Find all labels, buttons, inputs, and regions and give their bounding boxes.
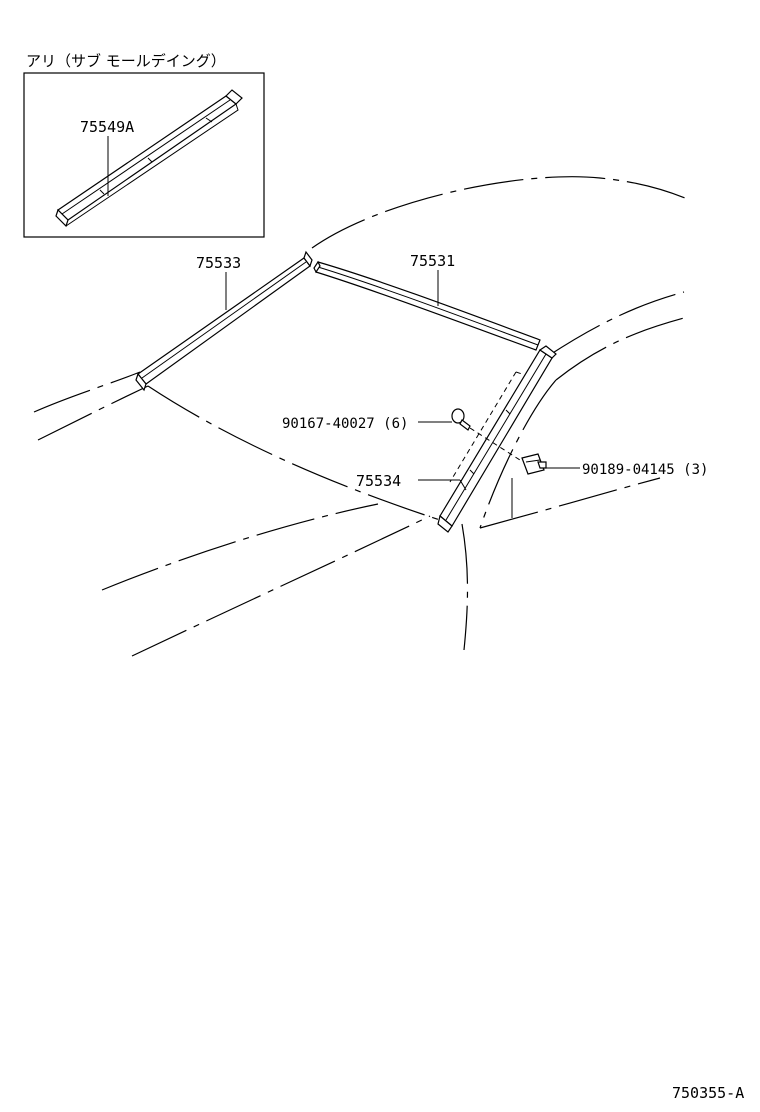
sub-molding-strip — [55, 89, 243, 228]
label-75549A: 75549A — [80, 118, 134, 136]
screw-part: 90167-40027 (6) — [282, 408, 521, 461]
part-75531: 75531 — [313, 252, 541, 351]
label-clip: 90189-04145 (3) — [582, 462, 708, 478]
clip-part: 90189-04145 (3) — [521, 453, 708, 478]
diagram-id: 750355-A — [672, 1084, 744, 1102]
label-screw: 90167-40027 (6) — [282, 416, 408, 432]
inset-panel: アリ（サブ モールデイング） 75549A — [23, 52, 265, 238]
part-75533: 75533 — [135, 250, 313, 392]
inset-frame — [23, 72, 265, 238]
label-75533: 75533 — [196, 254, 241, 272]
label-75534: 75534 — [356, 472, 401, 490]
label-75531: 75531 — [410, 252, 455, 270]
part-75534: 75534 — [356, 345, 557, 533]
inset-title: アリ（サブ モールデイング） — [26, 52, 226, 70]
